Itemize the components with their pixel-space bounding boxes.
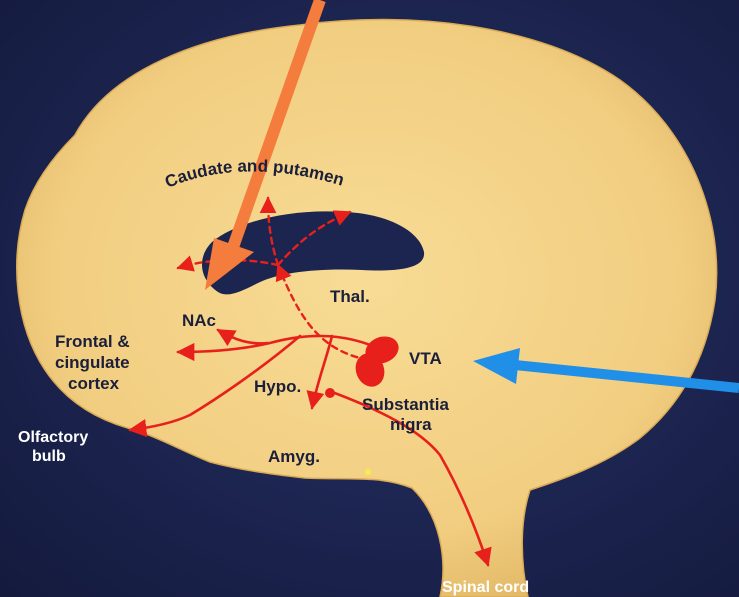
label-substantia-line2: nigra <box>390 415 432 434</box>
label-vta: VTA <box>409 349 442 368</box>
label-substantia-line1: Substantia <box>362 395 449 414</box>
label-hypothalamus: Hypo. <box>254 377 301 396</box>
label-spinal-cord: Spinal cord <box>442 579 529 596</box>
brain-silhouette <box>17 20 717 597</box>
label-nac: NAc <box>182 311 216 330</box>
label-amygdala: Amyg. <box>268 447 320 466</box>
label-thalamus: Thal. <box>330 287 370 306</box>
label-frontal-line2: cingulate <box>55 353 130 372</box>
label-frontal-line1: Frontal & <box>55 332 130 351</box>
label-frontal-line3: cortex <box>68 374 120 393</box>
small-dot <box>365 469 371 475</box>
label-olfactory-line1: Olfactory <box>18 429 88 446</box>
label-olfactory-line2: bulb <box>32 448 66 465</box>
